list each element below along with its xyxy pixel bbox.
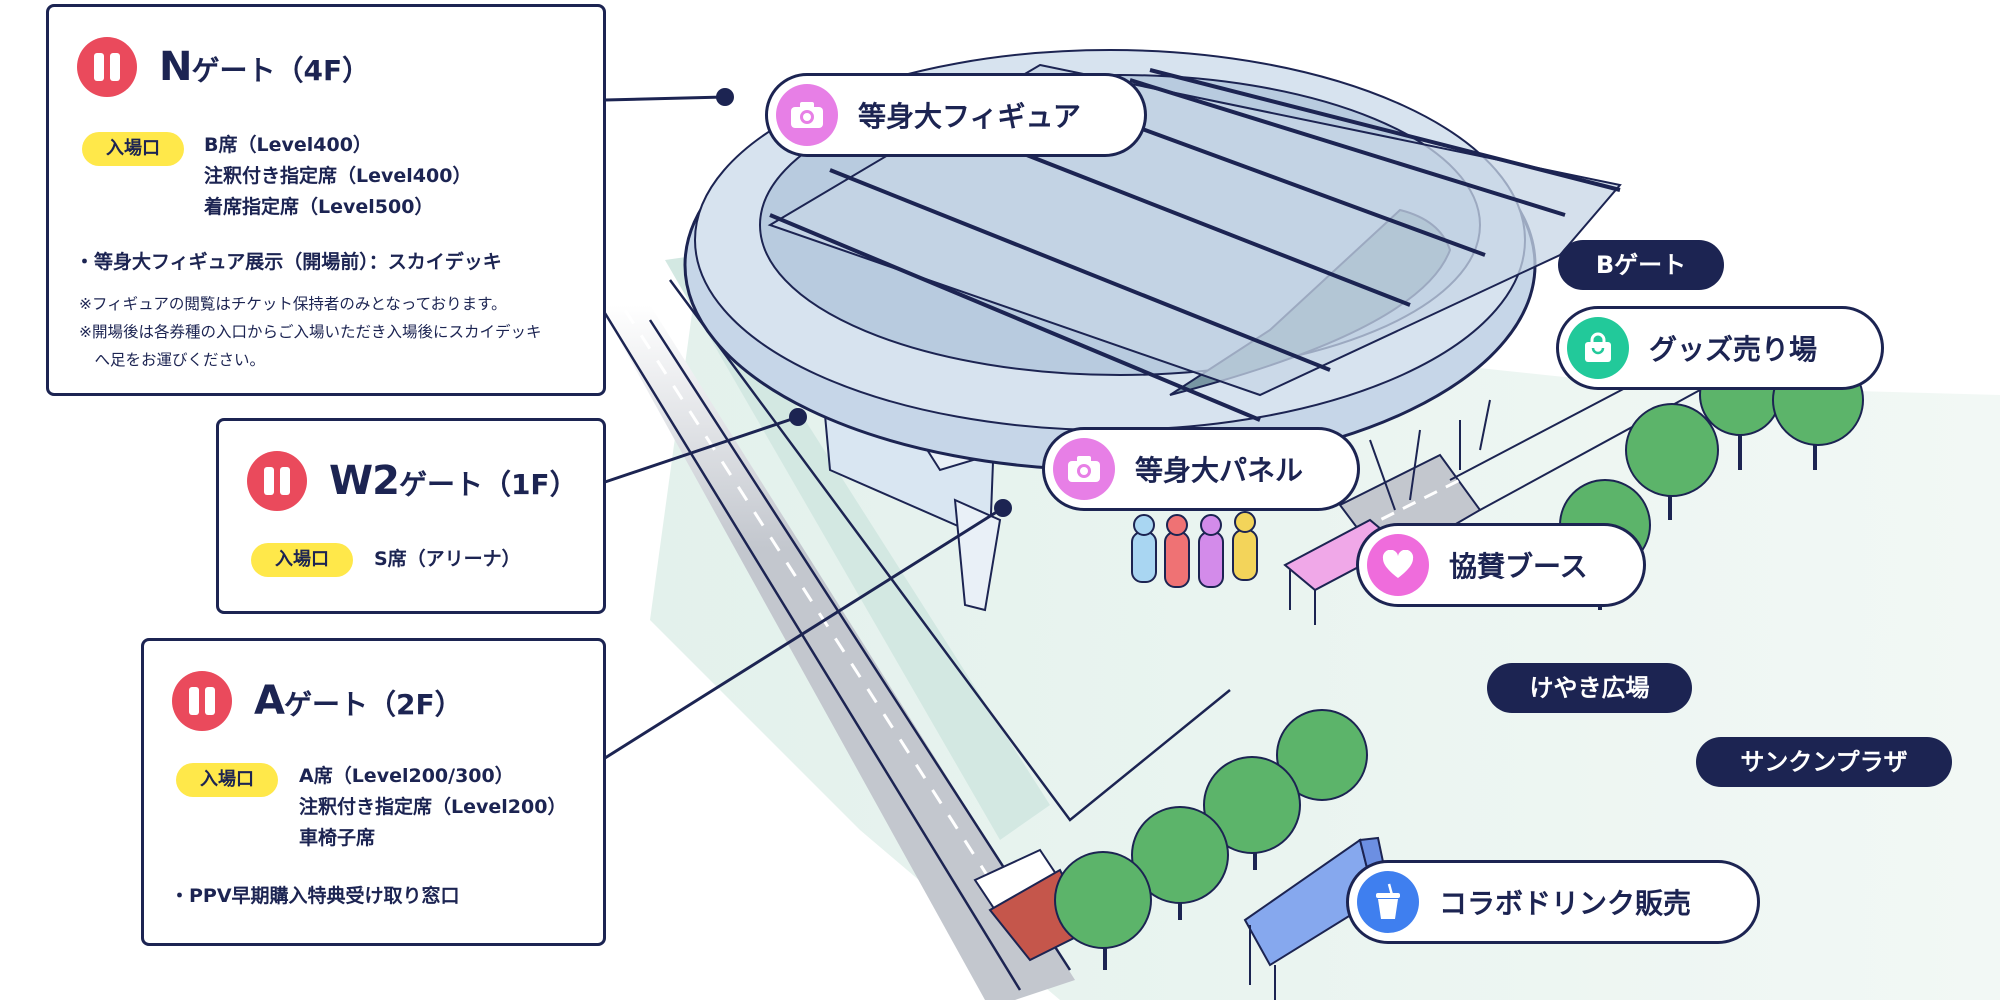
a-gate-ppv-info: ・PPV早期購入特典受け取り窓口 bbox=[170, 885, 460, 907]
w2-gate-pin bbox=[789, 408, 807, 426]
n-gate-pin bbox=[716, 88, 734, 106]
roof-truss-6 bbox=[1149, 68, 1621, 192]
sunken-plaza-tag: サンクンプラザ bbox=[1696, 737, 1952, 787]
sponsor-spot-label: 協賛ブース bbox=[1356, 523, 1646, 607]
n-gate-header: Nゲート（4F） bbox=[77, 37, 370, 97]
road-center-line bbox=[623, 309, 1037, 951]
w2-gate-title: W2ゲート（1F） bbox=[329, 458, 578, 504]
b-gate-tag: Bゲート bbox=[1558, 240, 1724, 290]
w2-gate-header: W2ゲート（1F） bbox=[247, 451, 578, 511]
path-line-2 bbox=[1449, 374, 1651, 481]
drink-spot-label: コラボドリンク販売 bbox=[1346, 860, 1760, 944]
shopping-bag-icon bbox=[1567, 317, 1629, 379]
figure-spot-label: 等身大フィギュア bbox=[765, 73, 1147, 157]
gate-icon bbox=[247, 451, 307, 511]
drink-cup-icon bbox=[1357, 871, 1419, 933]
n-gate-notes: ※フィギュアの閲覧はチケット保持者のみとなっております。 ※開場後は各券種の入口… bbox=[79, 295, 542, 369]
w2-gate-card: W2ゲート（1F） 入場口 S席（アリーナ） bbox=[216, 418, 606, 614]
goods-spot-label: グッズ売り場 bbox=[1556, 306, 1884, 390]
keyaki-plaza-tag: けやき広場 bbox=[1487, 663, 1692, 713]
stadium-supports bbox=[1369, 399, 1491, 511]
goods-spot-text: グッズ売り場 bbox=[1649, 333, 1818, 366]
n-gate-card: Nゲート（4F） 入場口 B席（Level400） 注釈付き指定席（Level4… bbox=[46, 4, 606, 396]
w2-gate-seats: S席（アリーナ） bbox=[374, 548, 521, 570]
n-gate-title: Nゲート（4F） bbox=[159, 44, 371, 90]
a-gate-connector bbox=[604, 506, 1004, 760]
w2-gate-connector bbox=[604, 415, 799, 484]
plaza-edge bbox=[668, 279, 1231, 822]
side-road-line bbox=[1359, 478, 1461, 532]
roof-truss-5 bbox=[1129, 78, 1566, 217]
camera-icon bbox=[776, 84, 838, 146]
road-edge-left bbox=[598, 304, 1022, 991]
entry-badge: 入場口 bbox=[251, 543, 353, 577]
roof-truss-1 bbox=[769, 213, 1261, 422]
figure-spot-text: 等身大フィギュア bbox=[858, 100, 1081, 133]
n-gate-seats: B席（Level400） 注釈付き指定席（Level400） 着席指定席（Lev… bbox=[204, 134, 472, 218]
a-gate-header: Aゲート（2F） bbox=[172, 671, 463, 731]
panel-spot-label: 等身大パネル bbox=[1042, 427, 1360, 511]
people-figures bbox=[1131, 511, 1258, 588]
drink-spot-text: コラボドリンク販売 bbox=[1439, 887, 1692, 920]
sponsor-spot-text: 協賛ブース bbox=[1449, 550, 1588, 583]
a-gate-pin bbox=[994, 499, 1012, 517]
camera-icon bbox=[1053, 438, 1115, 500]
n-gate-figure-info: ・等身大フィギュア展示（開場前）：スカイデッキ bbox=[75, 251, 502, 273]
gate-icon bbox=[172, 671, 232, 731]
deck-wing bbox=[953, 498, 1002, 612]
a-gate-seats: A席（Level200/300） 注釈付き指定席（Level200） 車椅子席 bbox=[299, 765, 567, 849]
road-edge-right bbox=[648, 319, 1072, 971]
a-gate-card: Aゲート（2F） 入場口 A席（Level200/300） 注釈付き指定席（Le… bbox=[141, 638, 606, 946]
entry-badge: 入場口 bbox=[82, 132, 184, 166]
gate-icon bbox=[77, 37, 137, 97]
heart-icon bbox=[1367, 534, 1429, 596]
n-gate-connector bbox=[604, 95, 726, 102]
entry-badge: 入場口 bbox=[176, 763, 278, 797]
roof-truss-2 bbox=[829, 168, 1331, 372]
a-gate-title: Aゲート（2F） bbox=[254, 678, 463, 724]
panel-spot-text: 等身大パネル bbox=[1135, 454, 1304, 487]
